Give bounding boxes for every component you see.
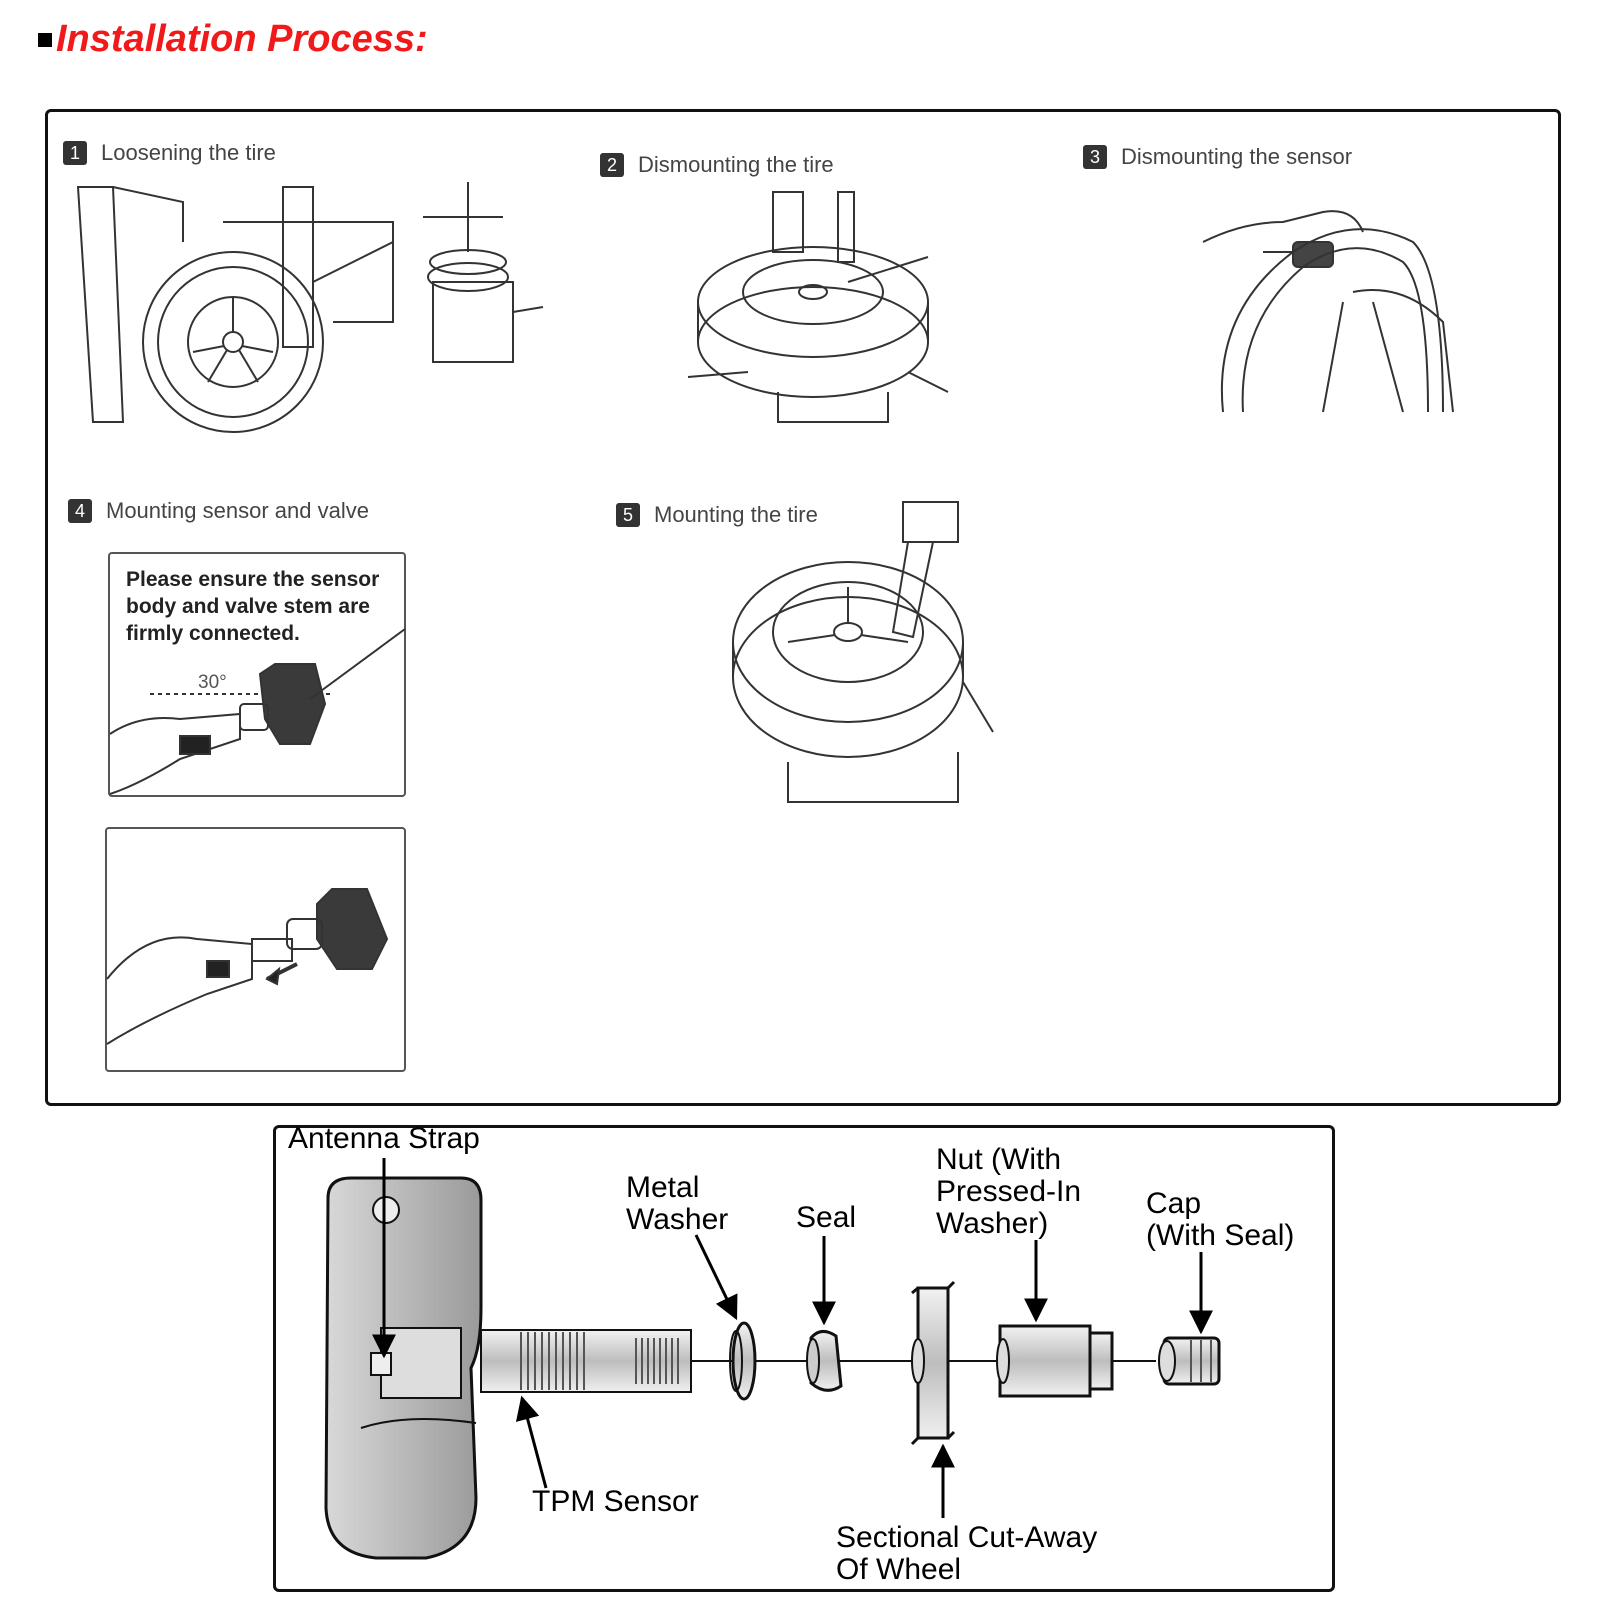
sensor-valve-pull-illustration <box>106 888 389 1045</box>
step-1-label: 1 Loosening the tire <box>63 140 276 166</box>
nut-label: Nut (With Pressed-In Washer) <box>936 1143 1082 1240</box>
step-4-number: 4 <box>68 499 92 523</box>
step-3-number: 3 <box>1083 145 1107 169</box>
step-4-text: Mounting sensor and valve <box>106 498 369 523</box>
step-5-label: 5 Mounting the tire <box>616 502 818 528</box>
seal-label: Seal <box>796 1201 857 1234</box>
step-1-number: 1 <box>63 141 87 165</box>
step-5-number: 5 <box>616 503 640 527</box>
sensor-dismounting-illustration <box>1202 210 1454 413</box>
bullet-icon <box>38 33 52 47</box>
tire-mounting-illustration <box>732 501 994 803</box>
step-4-label: 4 Mounting sensor and valve <box>68 498 369 524</box>
step-4-note: Please ensure the sensor body and valve … <box>126 568 380 645</box>
step-4-inset-pull <box>105 827 406 1072</box>
metal-washer-label: Metal Washer <box>626 1171 729 1236</box>
step-2-number: 2 <box>600 153 624 177</box>
page-title: Installation Process: <box>38 18 428 61</box>
wheel-cutaway-label: Sectional Cut-Away Of Wheel <box>836 1521 1098 1586</box>
step-2-label: 2 Dismounting the tire <box>600 152 834 178</box>
step-1-text: Loosening the tire <box>101 140 276 165</box>
step-4-inset-connect: Please ensure the sensor body and valve … <box>108 552 406 797</box>
tpms-parts-diagram-panel: Antenna Strap Metal Washer Seal Nut (Wit… <box>273 1122 1335 1592</box>
step-3-text: Dismounting the sensor <box>1121 144 1353 169</box>
step-3-label: 3 Dismounting the sensor <box>1083 144 1352 170</box>
tire-dismounting-illustration <box>687 191 949 423</box>
sensor-valve-connect-illustration <box>109 628 406 795</box>
installation-steps-panel: 1 Loosening the tire 2 <box>45 109 1561 1106</box>
step-5-text: Mounting the tire <box>654 502 818 527</box>
tire-changer-loosening-illustration <box>76 182 544 433</box>
cap-label: Cap (With Seal) <box>1146 1187 1295 1252</box>
tpm-sensor-label: TPM Sensor <box>532 1485 699 1518</box>
tpms-exploded-view <box>324 1158 1221 1560</box>
angle-label: 30° <box>198 672 227 693</box>
step-2-text: Dismounting the tire <box>638 152 834 177</box>
antenna-strap-label: Antenna Strap <box>288 1122 480 1155</box>
page-title-text: Installation Process: <box>56 18 428 60</box>
